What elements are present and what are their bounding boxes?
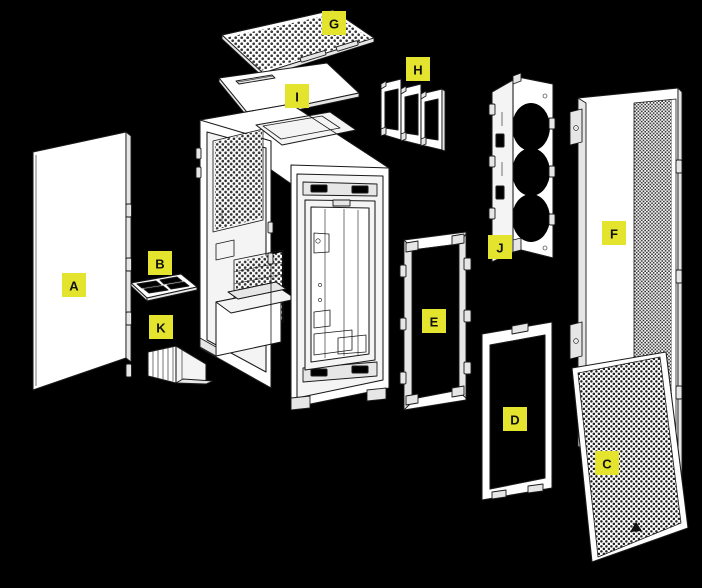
label-I[interactable]: I: [285, 84, 309, 108]
label-K[interactable]: K: [149, 315, 173, 339]
label-H[interactable]: H: [406, 57, 430, 81]
label-H-text: H: [413, 63, 422, 78]
label-B[interactable]: B: [148, 251, 172, 275]
part-drive-caddies[interactable]: [380, 78, 446, 152]
label-D[interactable]: D: [503, 407, 527, 431]
part-front-mesh-intake-panel[interactable]: [571, 351, 689, 563]
main-chassis[interactable]: [195, 103, 390, 411]
label-G[interactable]: G: [322, 11, 346, 35]
label-D-text: D: [510, 413, 519, 428]
label-J[interactable]: J: [488, 235, 512, 259]
label-C[interactable]: C: [595, 451, 619, 475]
label-A[interactable]: A: [62, 273, 86, 297]
label-F-text: F: [610, 227, 618, 242]
label-callouts: A B C D E F G H: [62, 11, 626, 475]
part-bottom-dust-filter-tray[interactable]: [130, 273, 198, 302]
label-I-text: I: [295, 90, 299, 105]
part-side-fan-radiator-bracket[interactable]: [488, 72, 556, 263]
label-F[interactable]: F: [602, 221, 626, 245]
part-left-side-panel[interactable]: [32, 131, 132, 391]
label-E-text: E: [430, 315, 439, 330]
label-K-text: K: [156, 321, 166, 336]
label-B-text: B: [155, 257, 164, 272]
label-G-text: G: [329, 17, 339, 32]
label-A-text: A: [69, 279, 79, 294]
label-J-text: J: [496, 241, 503, 256]
label-C-text: C: [602, 457, 612, 472]
label-E[interactable]: E: [422, 309, 446, 333]
part-pcie-slot-cover-bracket[interactable]: [147, 345, 214, 385]
